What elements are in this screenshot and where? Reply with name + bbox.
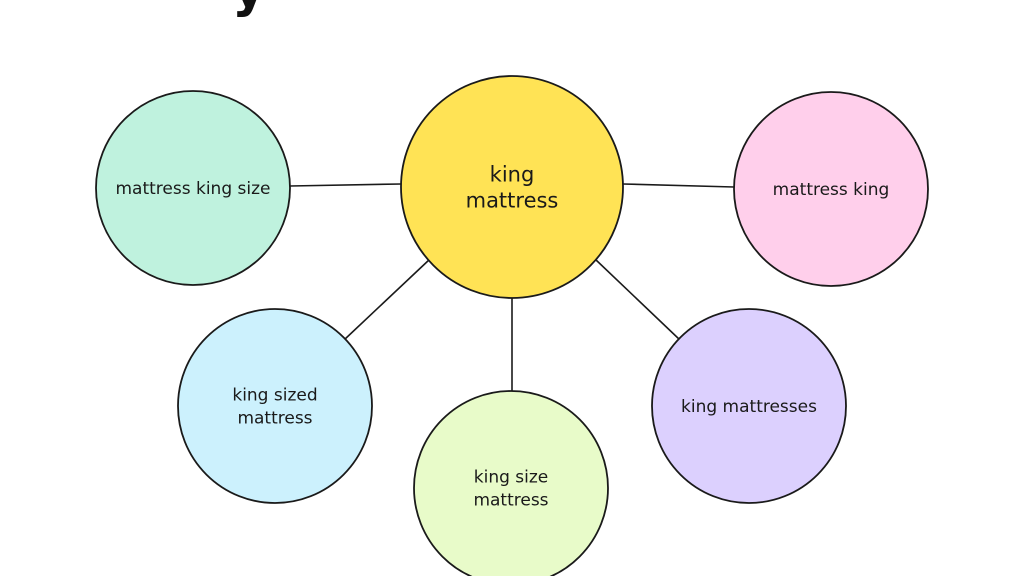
node-king-sized-mattress-circle (177, 308, 373, 504)
node-mattress-king-size-circle (95, 90, 291, 286)
node-king-mattresses: king mattresses (651, 308, 847, 504)
title-fragment: y (232, 0, 266, 19)
node-king-mattresses-label-line-1: king mattresses (681, 397, 817, 417)
connector-line-5 (594, 258, 681, 341)
node-mattress-king: mattress king (733, 91, 929, 287)
node-mattress-king-size: mattress king size (95, 90, 291, 286)
node-mattress-king-circle (733, 91, 929, 287)
node-king-sized-mattress: king sized mattress (177, 308, 373, 504)
connector-line-1 (289, 183, 402, 187)
node-king-size-mattress-circle (413, 390, 609, 576)
center-node-king-mattress-label-line-2: mattress (466, 189, 559, 213)
connector-lines (289, 183, 735, 391)
node-mattress-king-size-label-line-1: mattress king size (115, 179, 270, 199)
node-king-mattresses-circle (651, 308, 847, 504)
node-king-size-mattress-label-line-1: king size (474, 468, 549, 488)
connector-line-3 (343, 258, 431, 341)
center-node-king-mattress-label-line-1: king (490, 163, 535, 187)
node-king-size-mattress-label-line-2: mattress (473, 491, 548, 511)
node-king-sized-mattress-label-line-1: king sized (232, 386, 317, 406)
node-king-sized-mattress-label-line-2: mattress (237, 409, 312, 429)
connector-line-2 (622, 183, 735, 188)
node-mattress-king-label-line-1: mattress king (773, 180, 890, 200)
center-node-king-mattress-circle (400, 75, 624, 299)
node-king-size-mattress: king size mattress (413, 390, 609, 576)
